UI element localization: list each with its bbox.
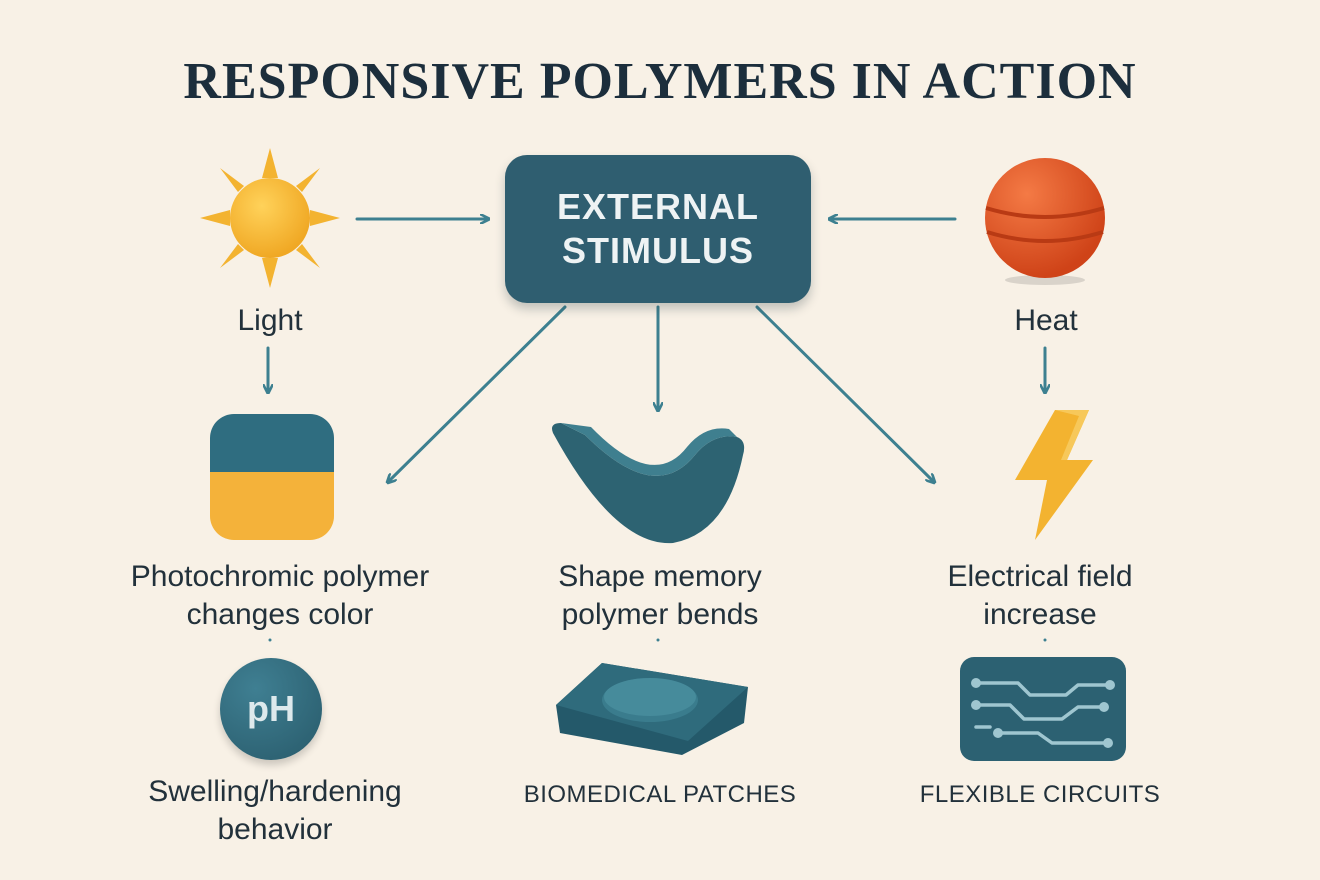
photochromic-line1: Photochromic polymer [130,560,430,593]
arrow-stimulus-to-photochromic [388,305,567,482]
lightning-icon [1015,410,1093,540]
arrow-stimulus-to-electrical [755,305,934,482]
ph-behavior-line2: behavior [217,813,333,846]
photochromic-label: Photochromic polymer changes color [100,558,460,634]
photochromic-line2: changes color [186,598,374,631]
ph-icon: pH [220,658,322,760]
heat-label: Heat [1014,304,1078,337]
flexible-circuits-label: FLEXIBLE CIRCUITS [919,781,1161,808]
shape-memory-line1: Shape memory [558,560,762,593]
electrical-line2: increase [983,598,1097,631]
page-title: RESPONSIVE POLYMERS IN ACTION [183,53,1137,110]
sun-icon [200,148,340,288]
bending-polymer-icon [552,423,745,544]
shape-memory-label: Shape memory polymer bends [490,558,830,634]
external-stimulus-line1: EXTERNAL [556,186,759,227]
heat-ball-icon [985,158,1105,285]
biomedical-patches-label: BIOMEDICAL PATCHES [523,781,797,808]
electrical-label: Electrical field increase [880,558,1200,634]
electrical-line1: Electrical field [947,560,1133,593]
light-label: Light [237,304,303,337]
patch-icon [556,663,748,755]
shape-memory-line2: polymer bends [561,598,759,631]
ph-icon-text: pH [247,688,295,729]
external-stimulus-line2: STIMULUS [562,230,754,271]
ph-behavior-label: Swelling/hardening behavior [110,773,440,849]
ph-behavior-line1: Swelling/hardening [148,775,402,808]
color-block-icon [210,414,334,540]
external-stimulus-box: EXTERNAL STIMULUS [505,155,811,303]
circuit-icon [960,657,1126,761]
